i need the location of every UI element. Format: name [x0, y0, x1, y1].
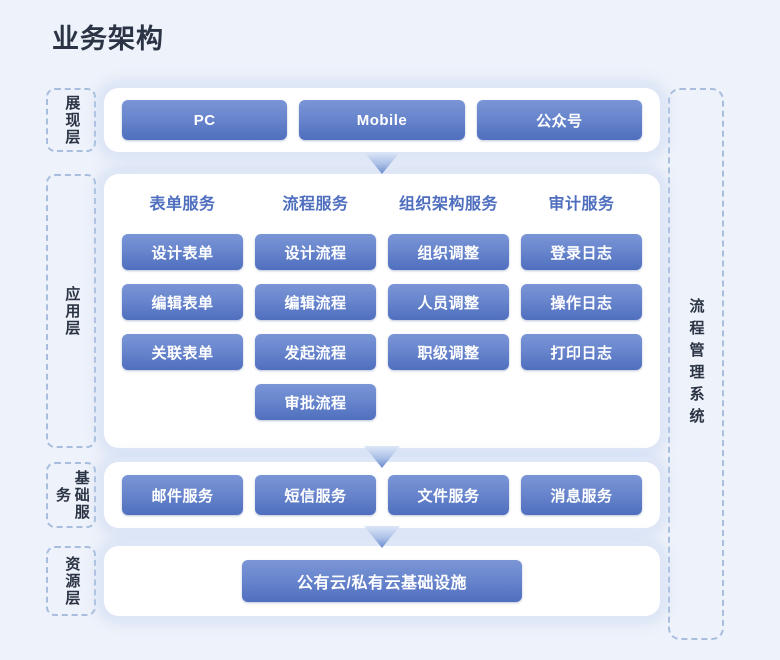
- column-header-process-service: 流程服务: [282, 196, 349, 213]
- basic-item-mail-service[interactable]: 邮件服务: [122, 475, 243, 515]
- resource-layer-panel: 公有云/私有云基础设施: [104, 546, 660, 616]
- presentation-item-mobile[interactable]: Mobile: [299, 100, 465, 140]
- app-item-design-process[interactable]: 设计流程: [255, 234, 376, 270]
- column-header-org-service: 组织架构服务: [398, 196, 498, 213]
- app-item-staff-adjust[interactable]: 人员调整: [388, 284, 509, 320]
- app-item-approve-process[interactable]: 审批流程: [255, 384, 376, 420]
- basic-item-file-service[interactable]: 文件服务: [388, 475, 509, 515]
- system-label-text: 流程管理系统: [687, 298, 705, 430]
- system-label: 流程管理系统: [668, 88, 724, 640]
- app-item-operation-log[interactable]: 操作日志: [521, 284, 642, 320]
- layer-label-basic-text: 基础服务: [54, 469, 90, 521]
- arrow-application-to-basic: [362, 444, 402, 470]
- layer-label-presentation-text: 展现层: [63, 94, 81, 146]
- layer-label-resource-text: 资源层: [63, 555, 81, 607]
- layer-label-presentation: 展现层: [46, 88, 96, 152]
- app-item-edit-process[interactable]: 编辑流程: [255, 284, 376, 320]
- basic-item-message-service[interactable]: 消息服务: [521, 475, 642, 515]
- application-column-audit-service: 审计服务 登录日志 操作日志 打印日志: [521, 190, 642, 448]
- architecture-diagram: 展现层 应用层 基础服务 资源层 流程管理系统 PC Mobile 公众号: [0, 82, 780, 652]
- app-item-link-form[interactable]: 关联表单: [122, 334, 243, 370]
- layer-label-basic: 基础服务: [46, 462, 96, 528]
- layer-label-application: 应用层: [46, 174, 96, 448]
- application-column-process-service: 流程服务 设计流程 编辑流程 发起流程 审批流程: [255, 190, 376, 448]
- arrow-presentation-to-application: [362, 150, 402, 176]
- app-item-rank-adjust[interactable]: 职级调整: [388, 334, 509, 370]
- arrow-basic-to-resource: [362, 524, 402, 550]
- application-layer-panel: 表单服务 设计表单 编辑表单 关联表单 流程服务 设计流程 编辑流程 发起流程 …: [104, 174, 660, 448]
- column-header-form-service: 表单服务: [149, 196, 216, 213]
- layer-label-application-text: 应用层: [63, 285, 81, 337]
- basic-item-sms-service[interactable]: 短信服务: [255, 475, 376, 515]
- presentation-layer-panel: PC Mobile 公众号: [104, 88, 660, 152]
- application-columns: 表单服务 设计表单 编辑表单 关联表单 流程服务 设计流程 编辑流程 发起流程 …: [122, 190, 642, 448]
- presentation-item-official-account[interactable]: 公众号: [476, 100, 642, 140]
- app-item-design-form[interactable]: 设计表单: [122, 234, 243, 270]
- app-item-login-log[interactable]: 登录日志: [521, 234, 642, 270]
- app-item-org-adjust[interactable]: 组织调整: [388, 234, 509, 270]
- application-column-org-service: 组织架构服务 组织调整 人员调整 职级调整: [388, 190, 509, 448]
- app-item-start-process[interactable]: 发起流程: [255, 334, 376, 370]
- app-item-print-log[interactable]: 打印日志: [521, 334, 642, 370]
- application-column-form-service: 表单服务 设计表单 编辑表单 关联表单: [122, 190, 243, 448]
- presentation-item-pc[interactable]: PC: [122, 100, 288, 140]
- basic-service-layer-panel: 邮件服务 短信服务 文件服务 消息服务: [104, 462, 660, 528]
- resource-item-cloud-infrastructure[interactable]: 公有云/私有云基础设施: [242, 560, 522, 602]
- layer-label-resource: 资源层: [46, 546, 96, 616]
- column-header-audit-service: 审计服务: [548, 196, 615, 213]
- app-item-edit-form[interactable]: 编辑表单: [122, 284, 243, 320]
- page-title: 业务架构: [52, 24, 164, 54]
